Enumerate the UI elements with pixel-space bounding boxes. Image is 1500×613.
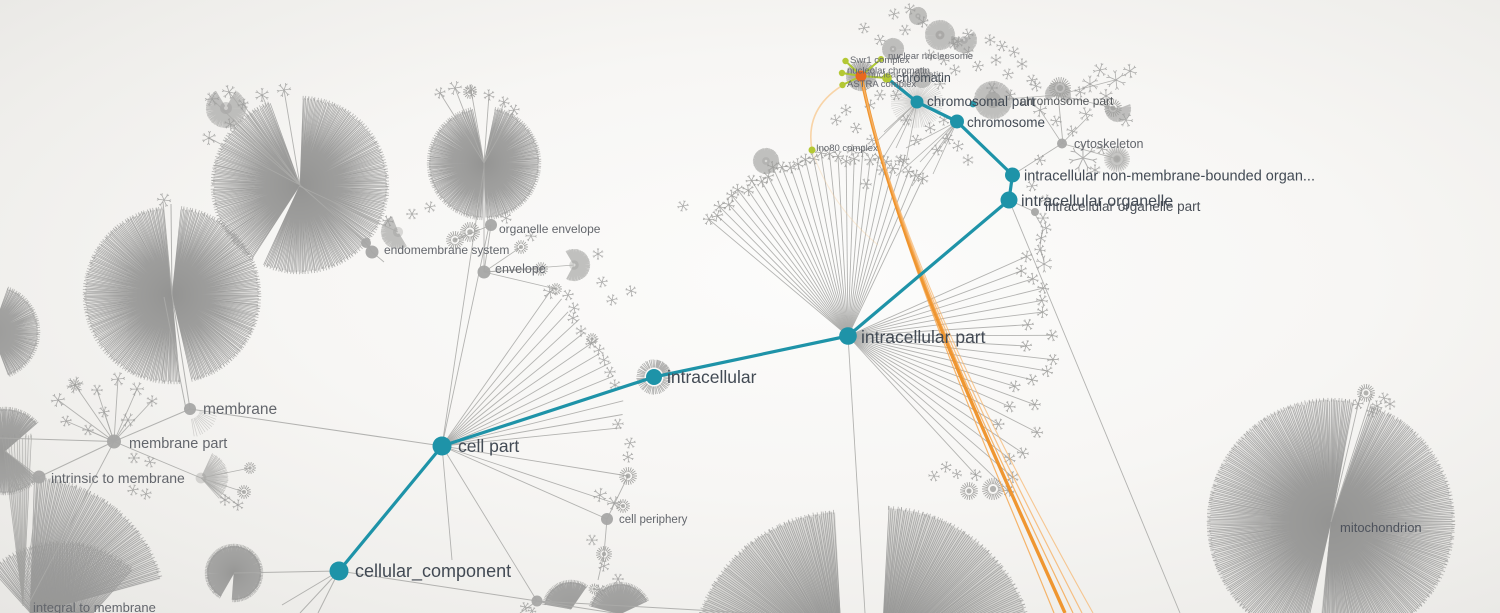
svg-text:intracellular: intracellular [667,367,757,387]
svg-text:chromatin: chromatin [896,71,951,85]
svg-text:intracellular organelle part: intracellular organelle part [1045,199,1201,214]
svg-text:membrane: membrane [203,401,277,418]
svg-text:intracellular part: intracellular part [861,327,986,347]
svg-text:nucleolar chromatin: nucleolar chromatin [847,66,930,77]
svg-text:endomembrane system: endomembrane system [384,243,509,257]
svg-text:intrinsic to membrane: intrinsic to membrane [51,470,185,486]
svg-text:ASTRA complex: ASTRA complex [847,79,916,90]
svg-text:chromosomal part: chromosomal part [927,94,1035,109]
svg-text:nuclear nucleosome: nuclear nucleosome [888,51,973,62]
svg-text:membrane part: membrane part [129,436,227,452]
svg-text:chromosome part: chromosome part [1020,94,1114,108]
svg-text:organelle envelope: organelle envelope [499,222,601,236]
svg-text:Ino80 complex: Ino80 complex [816,143,878,154]
svg-text:mitochondrion: mitochondrion [1340,520,1422,535]
svg-text:intracellular non-membrane-bou: intracellular non-membrane-bounded organ… [1024,169,1315,185]
svg-text:integral to membrane: integral to membrane [33,600,156,613]
svg-text:Swr1 complex: Swr1 complex [850,55,910,66]
svg-text:intracellular organelle: intracellular organelle [1021,193,1173,210]
svg-text:chromosome: chromosome [967,115,1045,130]
svg-text:cell periphery: cell periphery [619,514,688,526]
svg-text:cell part: cell part [458,436,519,456]
svg-text:cytoskeleton: cytoskeleton [1074,137,1144,151]
svg-text:cellular_component: cellular_component [355,561,511,582]
svg-text:nuclear chromatin: nuclear chromatin [868,70,944,81]
svg-text:envelope: envelope [495,262,546,276]
